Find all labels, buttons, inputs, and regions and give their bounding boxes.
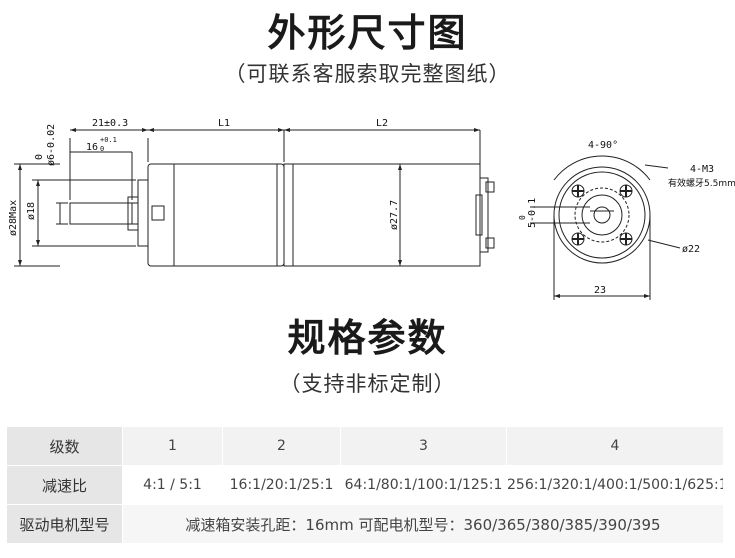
dim-21: 21±0.3 xyxy=(92,118,128,129)
table-row: 减速比 4:1 / 5:1 16:1/20:1/25:1 64:1/80:1/1… xyxy=(6,465,724,505)
dim-27-7: ø27.7 xyxy=(389,200,400,230)
dim-23: 23 xyxy=(594,285,606,296)
dim-thread: 有效螺牙5.5mm xyxy=(668,177,735,189)
mounting-flange xyxy=(137,179,149,247)
motor-body xyxy=(283,163,481,267)
front-outer-circle xyxy=(553,166,651,264)
dim-18: ø18 xyxy=(26,202,37,220)
spec-table: 级数 1 2 3 4 减速比 4:1 / 5:1 16:1/20:1/25:1 … xyxy=(6,426,724,544)
table-row: 驱动电机型号 减速箱安装孔距：16mm 可配电机型号：360/365/380/3… xyxy=(6,504,724,544)
dim-22: ø22 xyxy=(682,244,700,255)
spec-title: 规格参数 xyxy=(287,316,448,360)
dim-5: 5-0.1 xyxy=(527,198,538,228)
dim-16-tol-top: +0.1 xyxy=(100,136,117,144)
table-cell: 2 xyxy=(222,426,341,466)
shaft-hub xyxy=(127,196,139,231)
front-shaft-circle xyxy=(593,206,611,224)
gearbox-body xyxy=(147,163,285,267)
table-cell: 64:1/80:1/100:1/125:1 xyxy=(340,465,507,505)
table-cell: 1 xyxy=(122,426,223,466)
dim-shaft: ø6-0.02 xyxy=(46,124,57,166)
table-note-cell: 减速箱安装孔距：16mm 可配电机型号：360/365/380/385/390/… xyxy=(122,504,724,544)
table-cell: 4:1 / 5:1 xyxy=(122,465,223,505)
table-cell: 16:1/20:1/25:1 xyxy=(222,465,341,505)
terminal-top xyxy=(485,181,495,193)
dim-16-tol-bottom: 0 xyxy=(100,145,104,153)
dim-28max: ø28Max xyxy=(8,200,19,236)
table-row: 级数 1 2 3 4 xyxy=(6,426,724,466)
dimension-drawing: 21±0.3 16 +0.1 0 L1 L2 0 ø6-0.02 ø28Max … xyxy=(8,118,735,300)
dim-5-tol: 0 xyxy=(518,215,527,220)
row-label: 减速比 xyxy=(6,465,123,505)
row-label: 级数 xyxy=(6,426,123,466)
dim-l2: L2 xyxy=(376,118,388,129)
dim-l1: L1 xyxy=(218,118,230,129)
table-cell: 3 xyxy=(340,426,507,466)
table-cell: 4 xyxy=(506,426,724,466)
spec-subtitle: （支持非标定制） xyxy=(279,372,456,396)
front-mount-holes xyxy=(571,184,633,246)
table-cell: 256:1/320:1/400:1/500:1/625:1 xyxy=(506,465,724,505)
page-title: 外形尺寸图 xyxy=(267,11,468,55)
terminal-bottom xyxy=(485,237,495,249)
page-subtitle: （可联系客服索取完整图纸） xyxy=(224,62,511,86)
dim-shaft-tol: 0 xyxy=(34,154,45,160)
dim-4-m3: 4-M3 xyxy=(690,164,714,175)
row-label: 驱动电机型号 xyxy=(6,504,123,544)
dim-4-90: 4-90° xyxy=(588,140,618,151)
motor-rear-cap xyxy=(479,177,489,253)
dim-16: 16 xyxy=(86,142,98,153)
